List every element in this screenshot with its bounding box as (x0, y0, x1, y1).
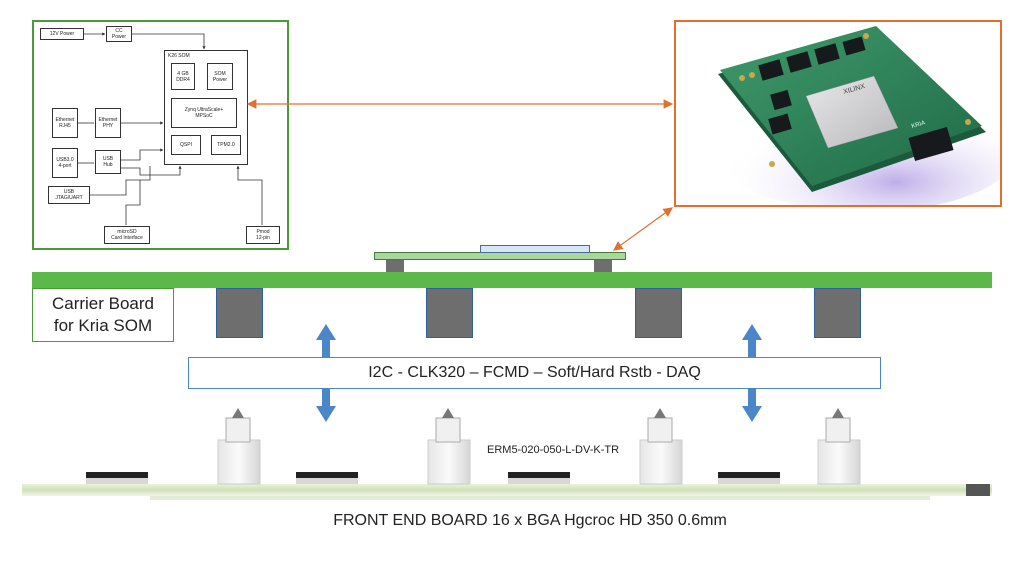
fe-connector-1 (217, 408, 261, 485)
bga-chip-2 (296, 472, 358, 478)
connector-part-label: ERM5-020-050-L-DV-K-TR (487, 444, 620, 456)
k26-som-label: K26 SOM (168, 53, 190, 59)
ethernet-rj45-block: Ethernet RJ45 (52, 108, 78, 138)
carrier-connector-4 (814, 288, 861, 338)
block-diagram-frame (32, 20, 289, 250)
kria-photo-frame (674, 20, 1002, 207)
fe-connector-2 (427, 408, 471, 485)
carrier-connector-2 (426, 288, 473, 338)
usb-4port-block: USB3.0 4-port (52, 148, 78, 178)
bus-signals-box: I2C - CLK320 – FCMD – Soft/Hard Rstb - D… (188, 357, 881, 389)
carrier-connector-1 (216, 288, 263, 338)
mpsoc-block: Zynq UltraScale+ MPSoC (171, 98, 237, 128)
kria-module-logo: KRIA (911, 120, 926, 130)
ethernet-phy-block: Ethernet PHY (95, 108, 121, 138)
bga-chip-3 (508, 472, 570, 478)
kria-module-photo: XILINX KRIA (716, 26, 1000, 205)
som-module-chip (480, 245, 590, 253)
power-12v-block: 12V Power (40, 28, 84, 40)
front-end-board-label: FRONT END BOARD 16 x BGA Hgcroc HD 350 0… (333, 512, 727, 529)
microsd-block: microSD Card Interface (104, 226, 150, 244)
blue-arrow-left-up (316, 324, 336, 358)
tpm-block: TPM2.0 (211, 135, 241, 155)
som-standoff-left (386, 260, 404, 272)
blue-arrow-right-down (742, 388, 762, 422)
qspi-block: QSPI (171, 135, 201, 155)
ddr4-block: 4 GB DDR4 (171, 63, 195, 90)
carrier-board-label-box: Carrier Board for Kria SOM (32, 288, 174, 342)
fe-connector-3 (639, 408, 683, 485)
carrier-connector-3 (635, 288, 682, 338)
som-power-block: SOM Power (207, 63, 233, 90)
pmod-block: Pmod 12-pin (246, 226, 280, 244)
som-standoff-right (594, 260, 612, 272)
cc-power-block: CC Power (106, 26, 132, 42)
carrier-board-label: Carrier Board for Kria SOM (51, 294, 155, 335)
usb-jtag-block: USB JTAG/UART (48, 186, 90, 204)
bga-chip-1 (86, 472, 148, 478)
blue-arrow-right-up (742, 324, 762, 358)
usb-hub-block: USB Hub (95, 150, 121, 174)
bga-chip-4 (718, 472, 780, 478)
carrier-board-pcb (32, 272, 992, 288)
blue-arrow-left-down (316, 388, 336, 422)
photo-to-som-arrow (613, 207, 673, 251)
front-end-board (22, 408, 992, 500)
bus-signals-label: I2C - CLK320 – FCMD – Soft/Hard Rstb - D… (368, 364, 701, 381)
fe-connector-4 (817, 408, 861, 485)
